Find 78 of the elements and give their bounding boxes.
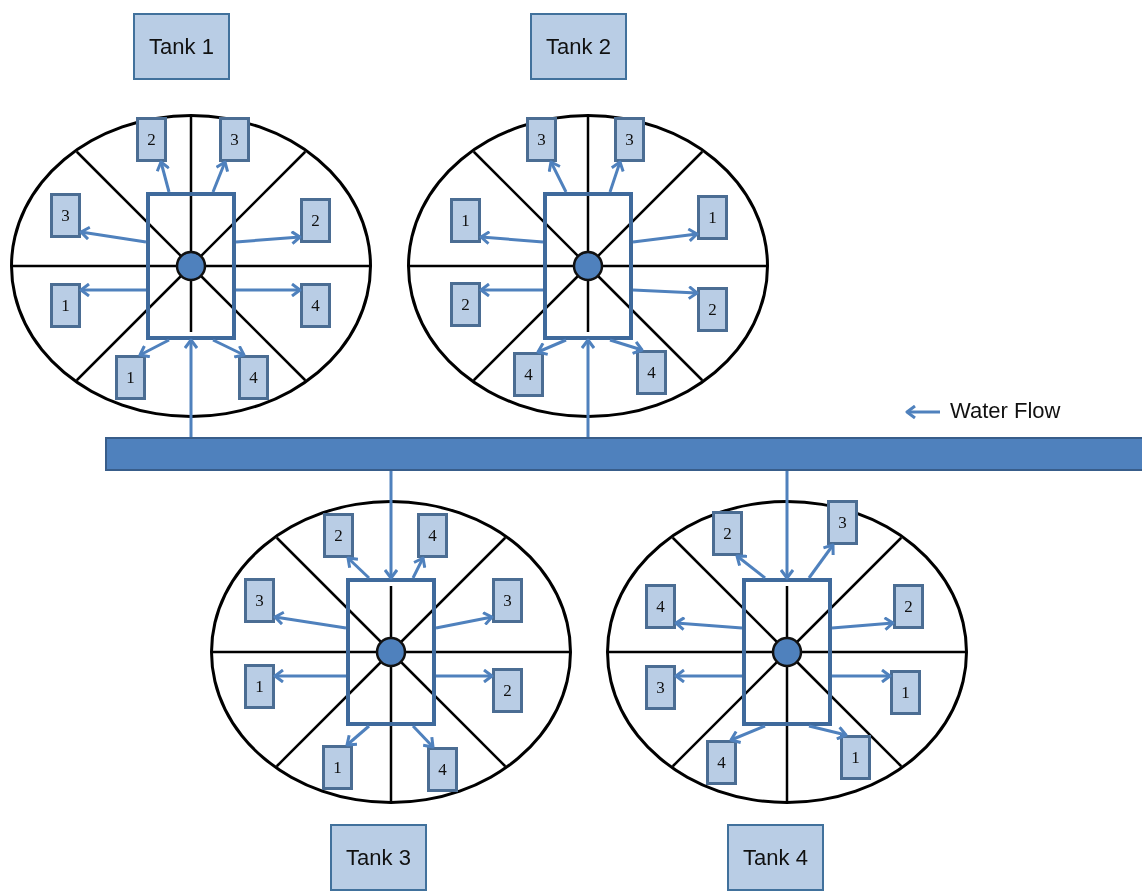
inlet-arrow [729, 724, 766, 744]
tank-label: Tank 4 [727, 824, 824, 891]
inlet-arrow [832, 668, 892, 684]
position-tag: 2 [136, 117, 167, 162]
inlet-arrow [831, 616, 895, 632]
position-tag: 1 [50, 283, 81, 328]
inlet-arrow [79, 225, 147, 244]
position-tag: 2 [893, 584, 924, 629]
inlet-arrow [608, 160, 625, 193]
inlet-arrow [580, 338, 596, 437]
position-tag: 1 [890, 670, 921, 715]
inlet-arrow [479, 282, 543, 298]
inlet-arrow [435, 611, 494, 630]
tank-label: Tank 1 [133, 13, 230, 80]
position-tag: 2 [712, 511, 743, 556]
position-tag: 4 [645, 584, 676, 629]
position-tag: 4 [417, 513, 448, 558]
inlet-arrow [183, 338, 199, 437]
inlet-arrow [807, 543, 835, 579]
inlet-arrow [632, 285, 699, 301]
distribution-frame [346, 578, 436, 726]
inlet-arrow [632, 227, 699, 244]
inlet-arrow [536, 338, 567, 356]
tank-label: Tank 2 [530, 13, 627, 80]
inlet-arrow [236, 282, 302, 298]
inlet-arrow [411, 556, 427, 579]
position-tag: 4 [427, 747, 458, 792]
inlet-arrow [345, 724, 370, 747]
position-tag: 3 [645, 665, 676, 710]
inlet-arrow [235, 230, 302, 246]
inlet-arrow [138, 338, 170, 359]
inlet-arrow [674, 616, 743, 632]
position-tag: 4 [300, 283, 331, 328]
inlet-arrow [383, 471, 399, 580]
inlet-arrow [674, 668, 742, 684]
position-tag: 3 [219, 117, 250, 162]
position-tag: 4 [706, 740, 737, 785]
inlet-arrow [212, 338, 246, 359]
inlet-arrow [273, 668, 346, 684]
inlet-arrow [609, 338, 644, 355]
inlet-arrow [547, 160, 568, 193]
inlet-arrow [155, 160, 171, 193]
distribution-frame [146, 192, 236, 340]
position-tag: 4 [636, 350, 667, 395]
flow-label: Water Flow [950, 398, 1061, 424]
position-tag: 2 [697, 287, 728, 332]
position-tag: 3 [50, 193, 81, 238]
position-tag: 2 [300, 198, 331, 243]
tank-label: Tank 3 [330, 824, 427, 891]
position-tag: 1 [244, 664, 275, 709]
position-tag: 1 [840, 735, 871, 780]
inlet-arrow [735, 554, 766, 580]
position-tag: 1 [450, 198, 481, 243]
position-tag: 2 [450, 282, 481, 327]
position-tag: 1 [322, 745, 353, 790]
distribution-frame [742, 578, 832, 726]
position-tag: 3 [244, 578, 275, 623]
position-tag: 3 [492, 578, 523, 623]
inlet-arrow [273, 610, 347, 630]
position-tag: 2 [492, 668, 523, 713]
position-tag: 4 [238, 355, 269, 400]
water-pipe [105, 437, 1142, 471]
inlet-arrow [79, 282, 146, 298]
position-tag: 2 [323, 513, 354, 558]
position-tag: 1 [115, 355, 146, 400]
inlet-arrow [411, 724, 435, 749]
position-tag: 4 [513, 352, 544, 397]
position-tag: 3 [614, 117, 645, 162]
inlet-arrow [808, 724, 848, 741]
inlet-arrow [436, 668, 494, 684]
position-tag: 3 [526, 117, 557, 162]
position-tag: 1 [697, 195, 728, 240]
inlet-arrow [346, 556, 371, 580]
inlet-arrow [211, 160, 230, 193]
inlet-arrow [779, 471, 795, 580]
position-tag: 3 [827, 500, 858, 545]
inlet-arrow [479, 230, 544, 246]
distribution-frame [543, 192, 633, 340]
